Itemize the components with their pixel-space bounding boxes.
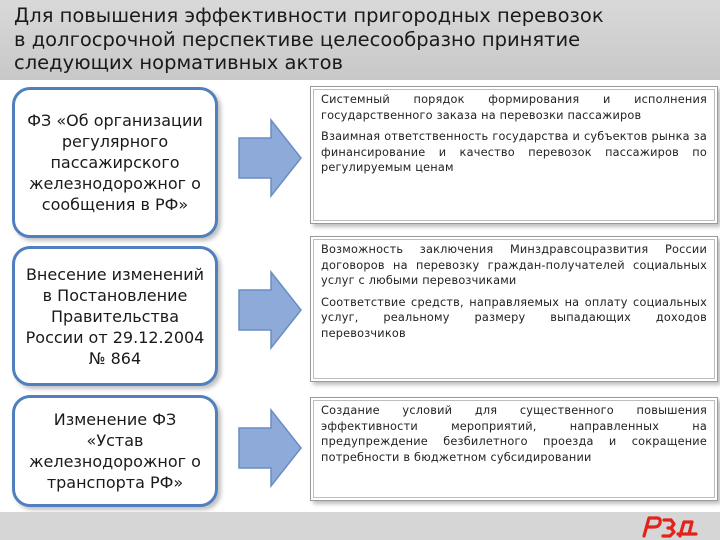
law-box-1: ФЗ «Об организации регулярного пассажирс… xyxy=(12,87,218,238)
measure-1-paragraph-2: Взаимная ответственность государства и с… xyxy=(321,130,707,174)
law-box-3: Изменение ФЗ «Устав железнодорожног о тр… xyxy=(12,395,218,507)
title-line-1: Для повышения эффективности пригородных … xyxy=(14,4,604,27)
measure-1-paragraph-1: Системный порядок формирования и исполне… xyxy=(321,93,707,122)
law-box-2: Внесение изменений в Постановление Прави… xyxy=(12,246,218,386)
law-box-1-label: ФЗ «Об организации регулярного пассажирс… xyxy=(27,111,203,214)
slide-footer xyxy=(0,512,720,540)
law-box-2-label: Внесение изменений в Постановление Прави… xyxy=(25,264,205,368)
title-line-3: следующих нормативных актов xyxy=(14,51,344,74)
law-box-3-label: Изменение ФЗ «Устав железнодорожног о тр… xyxy=(29,410,201,492)
slide-header: Для повышения эффективности пригородных … xyxy=(0,0,720,80)
right-arrow-icon xyxy=(238,118,302,198)
measure-box-3: Создание условий для существенного повыш… xyxy=(310,397,718,501)
measure-2-paragraph-1: Возможность заключения Минздравсоцразвит… xyxy=(321,243,707,287)
right-arrow-icon xyxy=(238,270,302,350)
rzd-logo-icon xyxy=(642,516,698,538)
measure-3-paragraph-1: Создание условий для существенного повыш… xyxy=(321,404,707,464)
slide-title: Для повышения эффективности пригородных … xyxy=(14,4,714,75)
measure-2-paragraph-2: Соответствие средств, направляемых на оп… xyxy=(321,295,707,340)
title-line-2: в долгосрочной перспективе целесообразно… xyxy=(14,27,581,51)
measure-box-2: Возможность заключения Минздравсоцразвит… xyxy=(310,236,718,382)
measure-box-1: Системный порядок формирования и исполне… xyxy=(310,86,718,224)
right-arrow-icon xyxy=(238,408,302,488)
